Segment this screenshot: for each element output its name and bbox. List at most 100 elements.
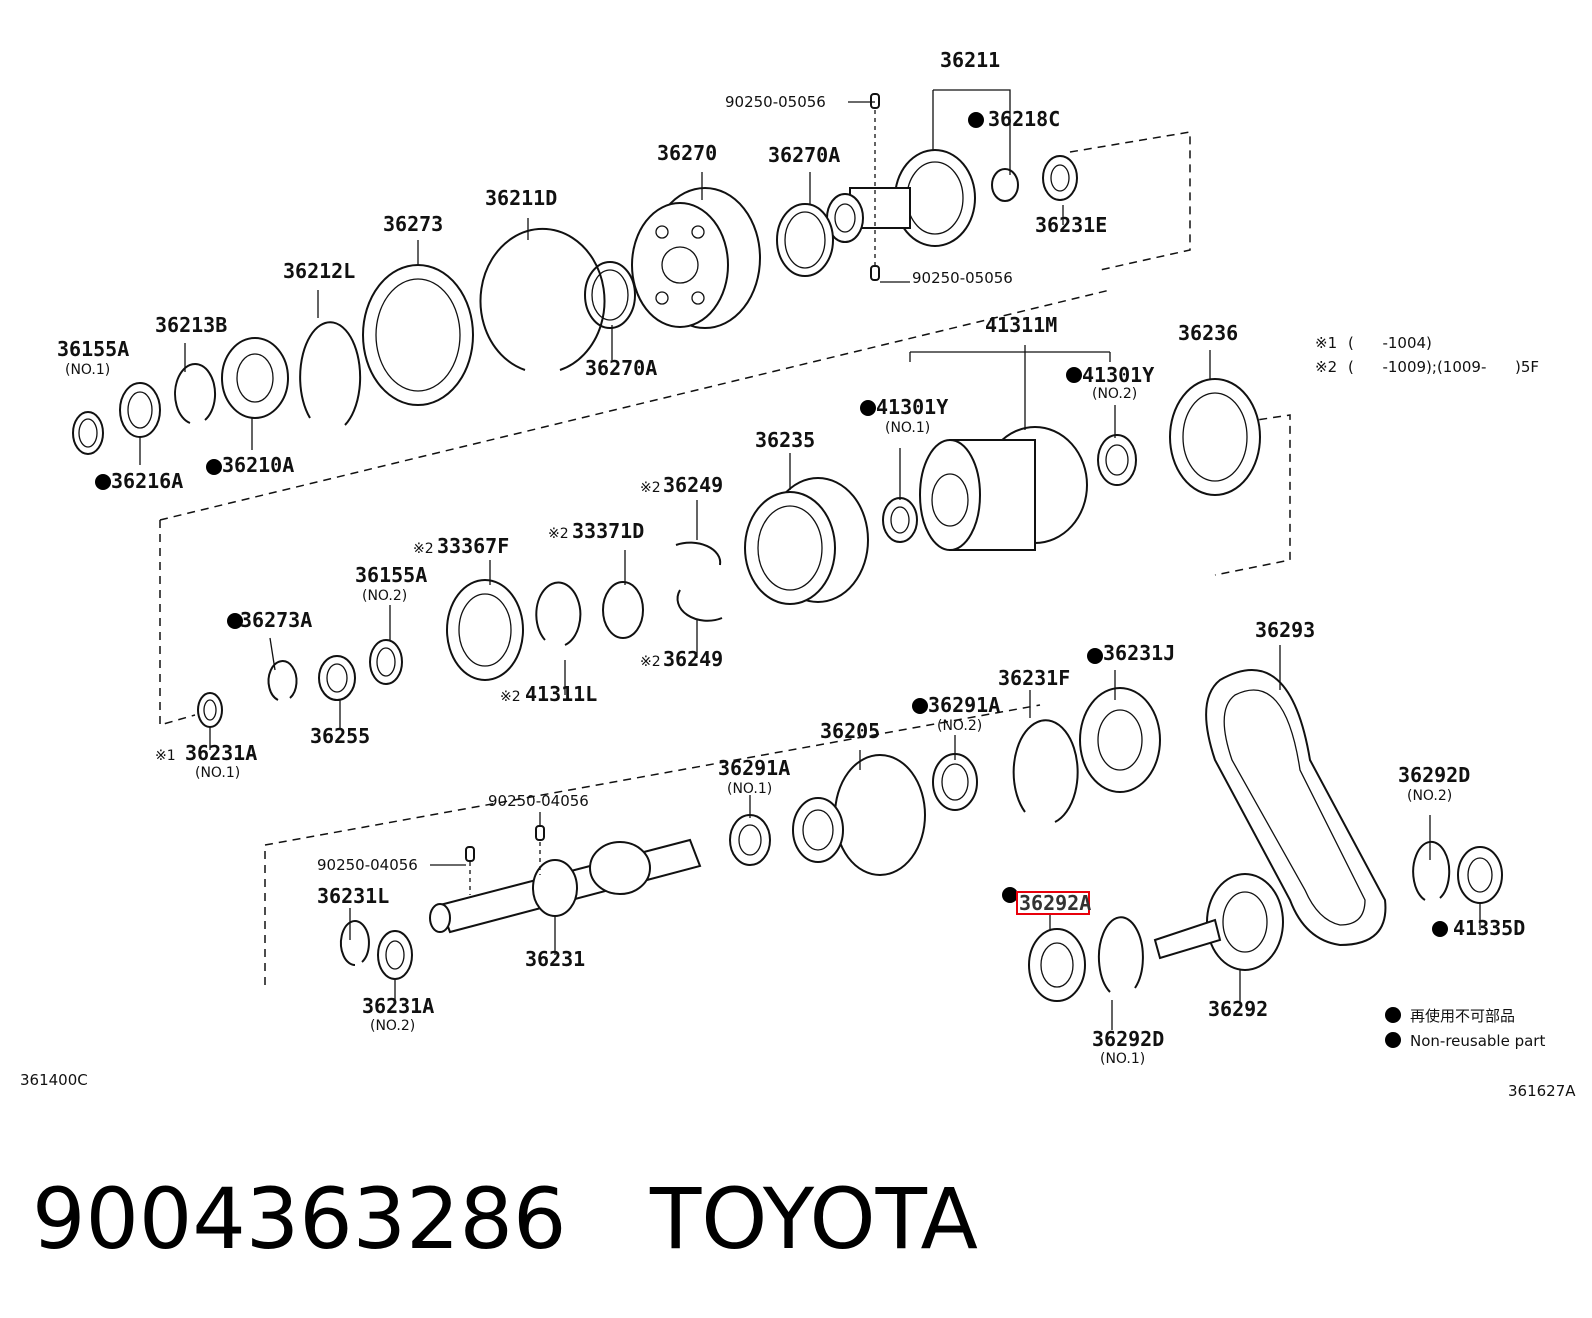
part-36231A-no1-washer[interactable]	[197, 692, 223, 728]
label-33367F: 33367F	[437, 534, 509, 558]
figure-code-right: 361627A	[1508, 1082, 1576, 1100]
label-36270A-bottom: 36270A	[585, 356, 657, 380]
part-36231-input-shaft[interactable]	[429, 838, 702, 934]
label-no1-a: (NO.1)	[65, 362, 110, 378]
part-36231A-no2-washer[interactable]	[377, 930, 413, 980]
label-33371D: 33371D	[572, 519, 644, 543]
part-41301Y-no1-bearing[interactable]	[882, 497, 918, 543]
part-36218C-ring[interactable]	[991, 168, 1019, 202]
figure-code-left: 361400C	[20, 1071, 88, 1089]
part-41301Y-no2-bearing[interactable]	[1097, 434, 1137, 486]
label-no1-d: (NO.1)	[727, 781, 772, 797]
legend: 再使用不可部品 Non-reusable part	[1385, 1007, 1545, 1050]
part-36236-gear[interactable]	[1169, 378, 1261, 496]
label-36292: 36292	[1208, 997, 1268, 1021]
label-36270: 36270	[657, 141, 717, 165]
part-36212L-snap-ring[interactable]	[299, 321, 362, 426]
mark-1-36231A: ※1	[155, 748, 176, 764]
part-36270-planetary-carrier[interactable]	[631, 187, 761, 329]
label-36235: 36235	[755, 428, 815, 452]
part-36231F-snap-ring[interactable]	[1012, 719, 1079, 823]
part-41311L-snap-ring[interactable]	[535, 581, 582, 646]
label-36211D: 36211D	[485, 186, 557, 210]
label-36231: 36231	[525, 947, 585, 971]
part-36211D-snap-ring[interactable]	[479, 228, 606, 371]
mark-2-41311L: ※2	[500, 689, 521, 705]
label-36270A-top: 36270A	[768, 143, 840, 167]
label-36231J: 36231J	[1103, 641, 1175, 665]
part-36292-sprocket[interactable]	[1153, 873, 1284, 971]
part-36291A-no2-bearing[interactable]	[932, 753, 978, 811]
label-no2-b: (NO.2)	[362, 588, 407, 604]
label-36216A: 36216A	[111, 469, 183, 493]
part-36292D-no2-snap-ring[interactable]	[1412, 840, 1451, 901]
label-36255: 36255	[310, 724, 370, 748]
label-36211: 36211	[940, 48, 1000, 72]
part-36293-chain[interactable]	[1205, 669, 1387, 947]
label-36231A-no2: 36231A	[362, 994, 434, 1018]
part-90250-04056-pin-a[interactable]	[465, 846, 475, 862]
part-36270A-washer-bottom[interactable]	[584, 261, 636, 329]
label-36212L: 36212L	[283, 259, 355, 283]
note-1-mark: ※1	[1315, 334, 1337, 352]
label-36155A-no2: 36155A	[355, 563, 427, 587]
part-36235-gear[interactable]	[744, 477, 869, 605]
label-36236: 36236	[1178, 321, 1238, 345]
part-41335D-bearing[interactable]	[1457, 846, 1503, 904]
label-36291A-no1: 36291A	[718, 756, 790, 780]
label-41301Y-no1: 41301Y	[876, 395, 948, 419]
note-1-range: ( -1004)	[1348, 334, 1432, 352]
part-36213B-snap-ring[interactable]	[174, 363, 217, 424]
part-36273-ring-gear[interactable]	[362, 264, 474, 406]
part-36270A-washer-top[interactable]	[776, 203, 834, 277]
part-90250-04056-pin-b[interactable]	[535, 825, 545, 841]
part-36231E-bearing[interactable]	[1042, 155, 1078, 201]
mark-2-33367F: ※2	[413, 541, 434, 557]
part-36231J-bearing[interactable]	[1079, 687, 1161, 793]
part-33371D-bracket[interactable]	[602, 581, 644, 639]
label-36292D-no1: 36292D	[1092, 1027, 1164, 1051]
label-no1-e: (NO.1)	[1100, 1051, 1145, 1067]
label-36205: 36205	[820, 719, 880, 743]
label-41335D: 41335D	[1453, 916, 1525, 940]
label-no2-a: (NO.2)	[1092, 386, 1137, 402]
label-no2-e: (NO.2)	[1407, 788, 1452, 804]
label-36292A[interactable]: 36292A	[1019, 891, 1091, 915]
part-90250-05056-pin-bottom[interactable]	[870, 265, 880, 281]
label-90250-05056-bottom: 90250-05056	[912, 269, 1013, 287]
label-36292D-no2: 36292D	[1398, 763, 1470, 787]
part-36216A-ring[interactable]	[119, 382, 161, 438]
part-41311M-sleeve-assy[interactable]	[919, 426, 1088, 551]
notes: ※1 ( -1004) ※2 ( -1009);(1009- )5F	[1315, 334, 1539, 376]
part-36155A-no2-washer[interactable]	[369, 639, 403, 685]
part-36155A-no1-washer[interactable]	[72, 411, 104, 455]
label-36293: 36293	[1255, 618, 1315, 642]
part-36255-bushing[interactable]	[318, 655, 356, 701]
part-36211-output-shaft[interactable]	[826, 149, 976, 247]
leader-lines	[139, 89, 1481, 1030]
part-36291A-no1-bearing[interactable]	[729, 814, 771, 866]
group-outline-lower	[264, 704, 1041, 985]
footer-part-number: 9004363286	[32, 1170, 566, 1268]
note-2-mark: ※2	[1315, 358, 1337, 376]
part-36210A-bearing[interactable]	[221, 337, 289, 419]
legend-jp: 再使用不可部品	[1410, 1007, 1515, 1025]
part-33367F-hub[interactable]	[446, 579, 524, 681]
part-36292A-bearing[interactable]	[1028, 928, 1086, 1002]
label-no1-b: (NO.1)	[885, 420, 930, 436]
mark-2-36249-bottom: ※2	[640, 654, 661, 670]
part-36249-key-bottom[interactable]	[676, 589, 723, 622]
footer-brand: TOYOTA	[649, 1170, 978, 1268]
part-36249-key-top[interactable]	[675, 541, 722, 566]
part-36231L-snap-ring[interactable]	[339, 920, 370, 967]
label-no2-d: (NO.2)	[370, 1018, 415, 1034]
note-2-range: ( -1009);(1009- )5F	[1348, 358, 1539, 376]
part-36292D-no1-snap-ring[interactable]	[1097, 916, 1144, 993]
part-36205-gear[interactable]	[792, 754, 926, 876]
label-41311M: 41311M	[985, 313, 1057, 337]
part-36273A-snap-ring[interactable]	[267, 660, 298, 701]
mark-2-36249-top: ※2	[640, 480, 661, 496]
label-41311L: 41311L	[525, 682, 597, 706]
part-90250-05056-pin-top[interactable]	[870, 93, 880, 109]
label-90250-05056-top: 90250-05056	[725, 93, 826, 111]
